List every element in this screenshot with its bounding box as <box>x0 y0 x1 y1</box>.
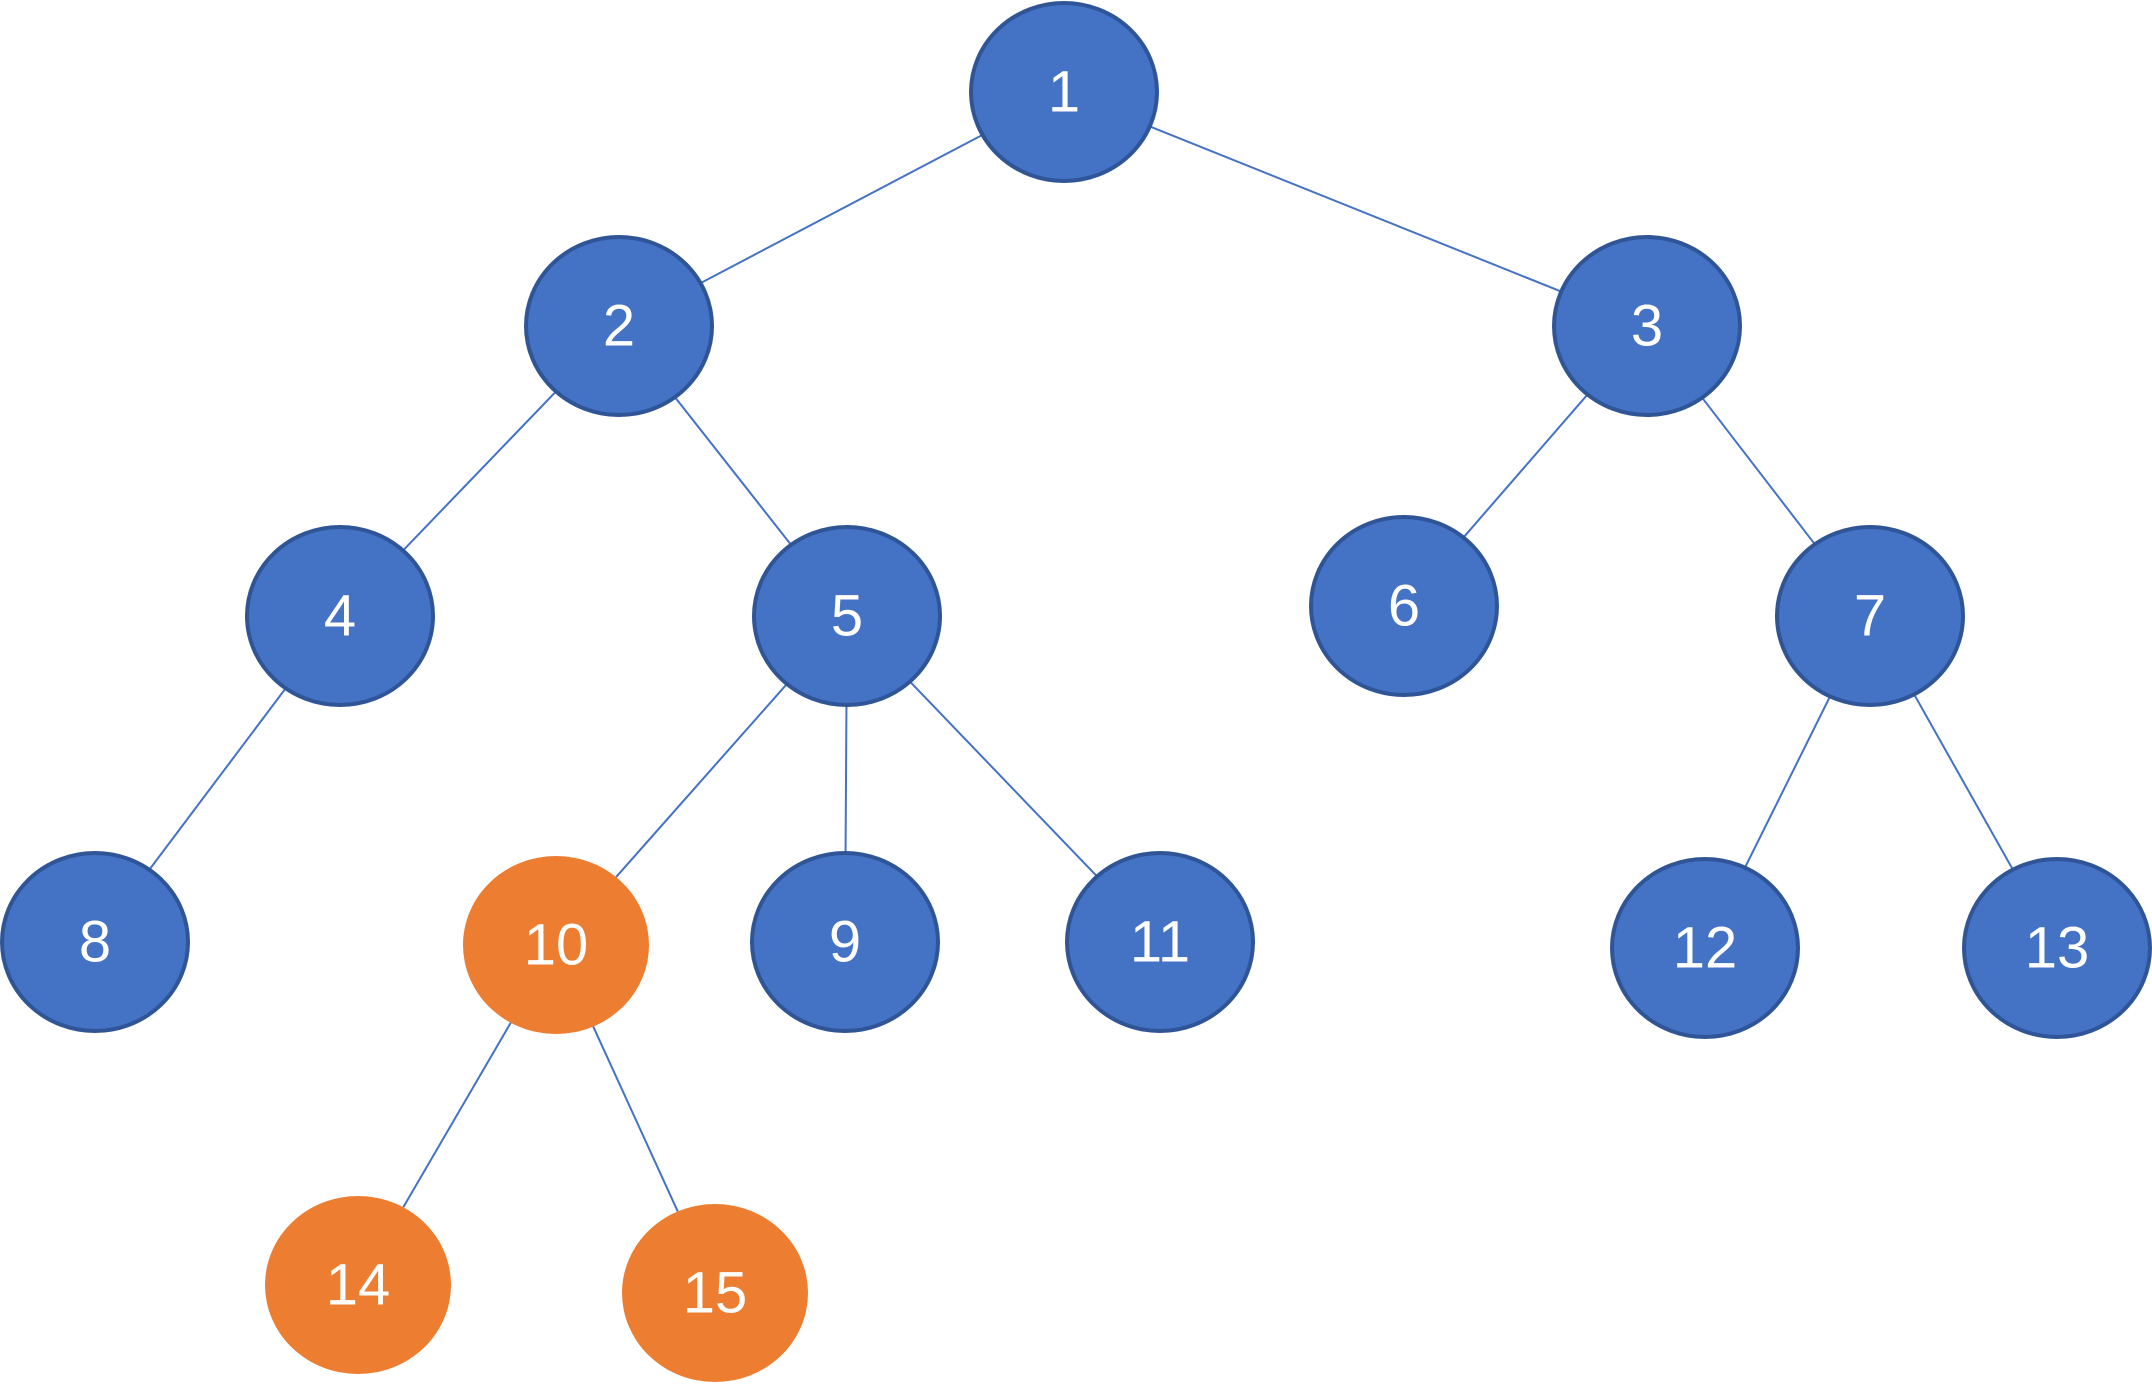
node-circle-4 <box>245 525 435 707</box>
node-circle-14 <box>265 1196 451 1374</box>
edge-1-2 <box>700 133 983 285</box>
node-12: 12 <box>1610 857 1800 1039</box>
edge-2-5 <box>674 396 792 546</box>
node-3: 3 <box>1552 235 1742 417</box>
node-10: 10 <box>463 856 649 1034</box>
node-9: 9 <box>750 851 940 1033</box>
edge-5-10 <box>615 683 788 878</box>
edge-10-15 <box>592 1026 679 1212</box>
node-label-7: 7 <box>1854 584 1886 649</box>
node-circle-12 <box>1610 857 1800 1039</box>
node-label-13: 13 <box>2025 916 2090 981</box>
node-15: 15 <box>622 1204 808 1382</box>
node-circle-15 <box>622 1204 808 1382</box>
node-label-5: 5 <box>831 584 863 649</box>
edge-3-6 <box>1462 393 1589 539</box>
node-label-3: 3 <box>1631 294 1663 359</box>
node-label-2: 2 <box>603 294 635 359</box>
node-circle-11 <box>1065 851 1255 1033</box>
edge-7-12 <box>1744 695 1831 869</box>
node-label-10: 10 <box>524 913 589 978</box>
node-circle-1 <box>969 1 1159 183</box>
node-circle-2 <box>524 235 714 417</box>
node-label-8: 8 <box>79 910 111 975</box>
edge-10-14 <box>402 1022 512 1208</box>
edge-3-7 <box>1701 397 1816 545</box>
edges-layer <box>148 125 2014 1212</box>
node-11: 11 <box>1065 851 1255 1033</box>
edge-1-3 <box>1149 125 1562 293</box>
node-1: 1 <box>969 1 1159 183</box>
node-circle-13 <box>1962 857 2152 1039</box>
node-circle-5 <box>752 525 942 707</box>
node-label-15: 15 <box>683 1261 748 1326</box>
node-5: 5 <box>752 525 942 707</box>
node-label-4: 4 <box>324 584 356 649</box>
node-label-12: 12 <box>1673 916 1738 981</box>
edge-4-8 <box>148 687 287 871</box>
node-circle-8 <box>0 851 190 1033</box>
edge-5-11 <box>909 680 1098 878</box>
node-13: 13 <box>1962 857 2152 1039</box>
node-4: 4 <box>245 525 435 707</box>
node-circle-9 <box>750 851 940 1033</box>
node-8: 8 <box>0 851 190 1033</box>
edge-5-9 <box>844 704 848 854</box>
edge-7-13 <box>1913 693 2014 871</box>
node-2: 2 <box>524 235 714 417</box>
node-6: 6 <box>1309 515 1499 697</box>
node-label-1: 1 <box>1048 60 1080 125</box>
node-circle-10 <box>463 856 649 1034</box>
node-label-6: 6 <box>1388 574 1420 639</box>
node-14: 14 <box>265 1196 451 1374</box>
node-7: 7 <box>1775 525 1965 707</box>
node-label-14: 14 <box>326 1253 391 1318</box>
node-label-9: 9 <box>829 910 861 975</box>
node-circle-7 <box>1775 525 1965 707</box>
node-label-11: 11 <box>1130 910 1190 975</box>
node-circle-6 <box>1309 515 1499 697</box>
node-circle-3 <box>1552 235 1742 417</box>
edge-2-4 <box>402 390 557 552</box>
